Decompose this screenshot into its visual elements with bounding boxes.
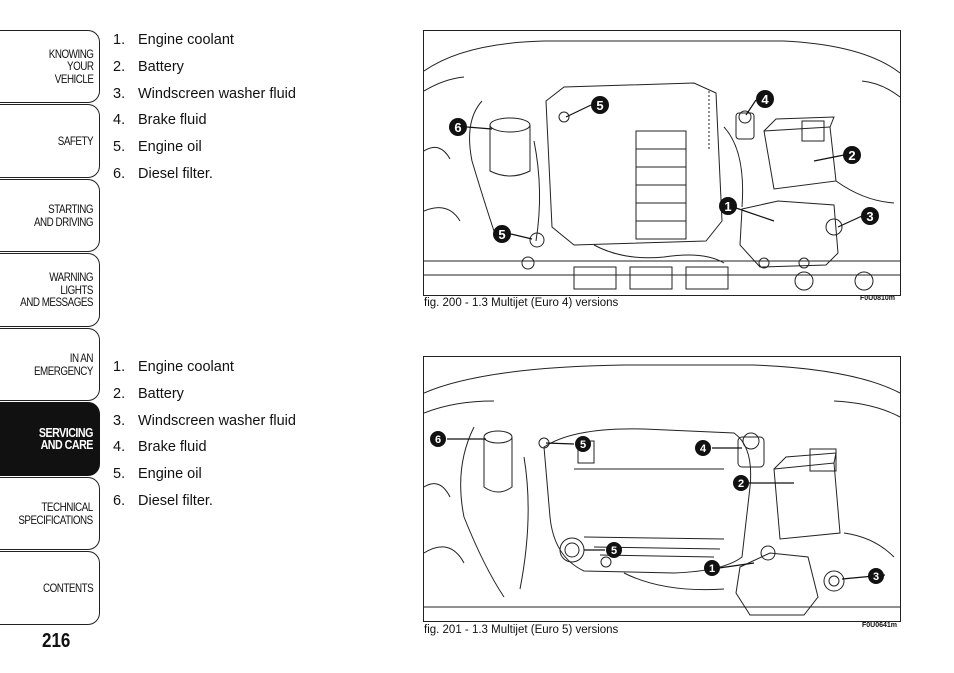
list-item-text: Engine oil: [138, 466, 202, 483]
callout-label: 3: [873, 571, 879, 583]
figure-code: F0U0810m: [860, 295, 896, 302]
list-item-number: 5.: [113, 466, 126, 483]
callout-label: 5: [580, 439, 586, 451]
sidebar-tab-label: KNOWING YOUR VEHICLE: [48, 46, 93, 86]
engine-bay-figure-euro4: 1 2 3 4 5 5 6: [423, 30, 901, 296]
list-item-number: 3.: [113, 412, 126, 429]
component-list: 1. Engine coolant 2. Battery 3. Windscreen …: [113, 354, 296, 515]
callout-label: 6: [435, 434, 441, 446]
sidebar-tab-label: WARNING LIGHTS AND MESSAGES: [20, 270, 93, 310]
figure-caption: fig. 201 - 1.3 Multijet (Euro 5) version…: [424, 624, 619, 636]
sidebar-tab-in-an-emergency[interactable]: IN AN EMERGENCY: [0, 328, 100, 401]
list-item: 2. Battery: [113, 381, 296, 408]
list-item: 5. Engine oil: [113, 134, 296, 161]
list-item-number: 4.: [113, 439, 126, 456]
list-item: 4. Brake fluid: [113, 434, 296, 461]
callout-label: 5: [611, 545, 617, 557]
callout-label: 4: [761, 92, 769, 107]
figure-code: F0U0641m: [862, 622, 898, 629]
engine-bay-illustration: 1 2 3 4 5 5 6: [424, 364, 900, 616]
engine-bay-illustration: 1 2 3 4 5 5 6: [424, 40, 900, 291]
list-item-text: Windscreen washer fluid: [138, 412, 296, 429]
callout-markers: 1 2 3 4 5 5 6: [430, 431, 884, 584]
callout-label: 3: [866, 209, 873, 224]
sidebar-tab-warning-lights[interactable]: WARNING LIGHTS AND MESSAGES: [0, 253, 100, 327]
list-item-text: Windscreen washer fluid: [138, 85, 296, 102]
list-item: 4. Brake fluid: [113, 107, 296, 134]
sidebar-tab-label: TECHNICAL SPECIFICATIONS: [18, 500, 94, 527]
list-item-text: Engine coolant: [138, 32, 234, 48]
sidebar-tab-technical-specifications[interactable]: TECHNICAL SPECIFICATIONS: [0, 477, 100, 550]
list-item-text: Engine oil: [138, 139, 202, 156]
list-item-number: 1.: [113, 32, 126, 48]
sidebar-tab-contents[interactable]: CONTENTS: [0, 551, 100, 625]
list-item: 2. Battery: [113, 54, 296, 81]
list-item: 1. Engine coolant: [113, 354, 296, 381]
list-item-text: Diesel filter.: [138, 492, 213, 509]
list-item-number: 2.: [113, 385, 126, 402]
list-item-number: 3.: [113, 85, 126, 102]
list-item-text: Engine coolant: [138, 359, 234, 375]
list-item-number: 4.: [113, 112, 126, 129]
list-item-number: 1.: [113, 359, 126, 375]
list-item: 5. Engine oil: [113, 461, 296, 488]
sidebar-tab-label: CONTENTS: [42, 580, 94, 595]
list-item-text: Battery: [138, 58, 184, 75]
callout-label: 1: [724, 199, 731, 214]
list-item: 1. Engine coolant: [113, 27, 296, 54]
callout-label: 5: [498, 227, 505, 242]
callout-markers: 1 2 3 4 5 5 6: [449, 90, 879, 243]
list-item-number: 6.: [113, 492, 126, 509]
sidebar-tab-servicing-and-care[interactable]: SERVICING AND CARE: [0, 402, 100, 476]
sidebar-tab-knowing-your-vehicle[interactable]: KNOWING YOUR VEHICLE: [0, 30, 100, 103]
list-item: 3. Windscreen washer fluid: [113, 81, 296, 108]
list-item-text: Diesel filter.: [138, 165, 213, 182]
callout-label: 5: [596, 98, 603, 113]
list-item-text: Brake fluid: [138, 439, 207, 456]
sidebar-tab-starting-and-driving[interactable]: STARTING AND DRIVING: [0, 179, 100, 252]
list-item: 3. Windscreen washer fluid: [113, 408, 296, 435]
component-list: 1. Engine coolant 2. Battery 3. Windscreen …: [113, 27, 296, 188]
sidebar-tab-label: SAFETY: [57, 133, 94, 148]
list-item-number: 2.: [113, 58, 126, 75]
list-item-number: 6.: [113, 165, 126, 182]
sidebar-tab-label: SERVICING AND CARE: [38, 424, 94, 452]
sidebar-tab-label: IN AN EMERGENCY: [33, 351, 93, 378]
sidebar-tab-safety[interactable]: SAFETY: [0, 104, 100, 178]
callout-label: 2: [738, 478, 744, 490]
sidebar-tab-label: STARTING AND DRIVING: [33, 202, 94, 229]
callout-label: 6: [454, 120, 461, 135]
list-item-number: 5.: [113, 139, 126, 156]
list-item: 6. Diesel filter.: [113, 161, 296, 188]
callout-label: 2: [848, 148, 855, 163]
list-item: 6. Diesel filter.: [113, 488, 296, 515]
figure-caption: fig. 200 - 1.3 Multijet (Euro 4) version…: [424, 297, 619, 309]
list-item-text: Brake fluid: [138, 112, 207, 129]
callout-label: 4: [700, 443, 707, 455]
engine-bay-figure-euro5: 1 2 3 4 5 5 6: [423, 356, 901, 622]
callout-label: 1: [709, 563, 715, 575]
list-item-text: Battery: [138, 385, 184, 402]
page-number: 216: [42, 630, 71, 652]
